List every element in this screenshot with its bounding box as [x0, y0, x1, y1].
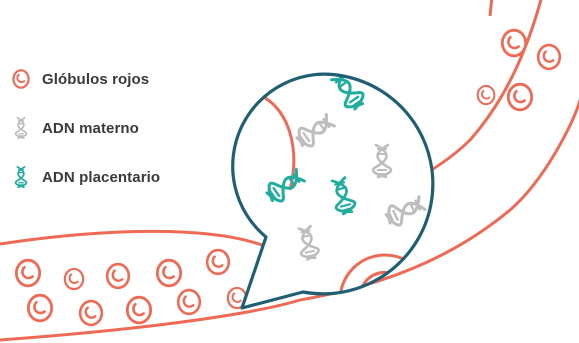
red-blood-cell: [500, 28, 528, 58]
vessel-wall-upper-right-edge: [488, 0, 494, 17]
red-blood-cell: [14, 258, 42, 288]
legend-label: ADN placentario: [42, 168, 161, 186]
legend: Glóbulos rojos ADN materno ADN placentar…: [8, 66, 160, 190]
red-blood-cell: [176, 288, 202, 316]
red-blood-cell: [476, 84, 496, 106]
legend-item-red-blood-cells: Glóbulos rojos: [8, 66, 160, 92]
dna-helix-icon: [14, 166, 28, 188]
red-blood-cell: [26, 293, 54, 323]
magnified-bubble-outline: [231, 72, 435, 310]
red-blood-cell: [155, 258, 183, 288]
red-blood-cell: [63, 267, 85, 291]
magnified-red-blood-cell-inner: [444, 90, 494, 139]
red-blood-cell: [506, 82, 534, 112]
legend-item-maternal-dna: ADN materno: [8, 115, 160, 141]
magnified-view: [231, 72, 494, 310]
red-blood-cell: [125, 295, 153, 325]
red-blood-cell-icon: [12, 69, 30, 89]
red-blood-cell: [78, 299, 104, 327]
placental-dna-strand: [445, 207, 470, 245]
red-blood-cell: [205, 248, 231, 276]
legend-label: ADN materno: [42, 119, 139, 137]
magnified-bubble-background: [232, 74, 433, 308]
red-blood-cell: [105, 262, 131, 290]
legend-item-placental-dna: ADN placentario: [8, 164, 160, 190]
dna-helix-icon: [14, 117, 28, 139]
red-blood-cell: [536, 43, 562, 71]
legend-label: Glóbulos rojos: [42, 70, 150, 88]
